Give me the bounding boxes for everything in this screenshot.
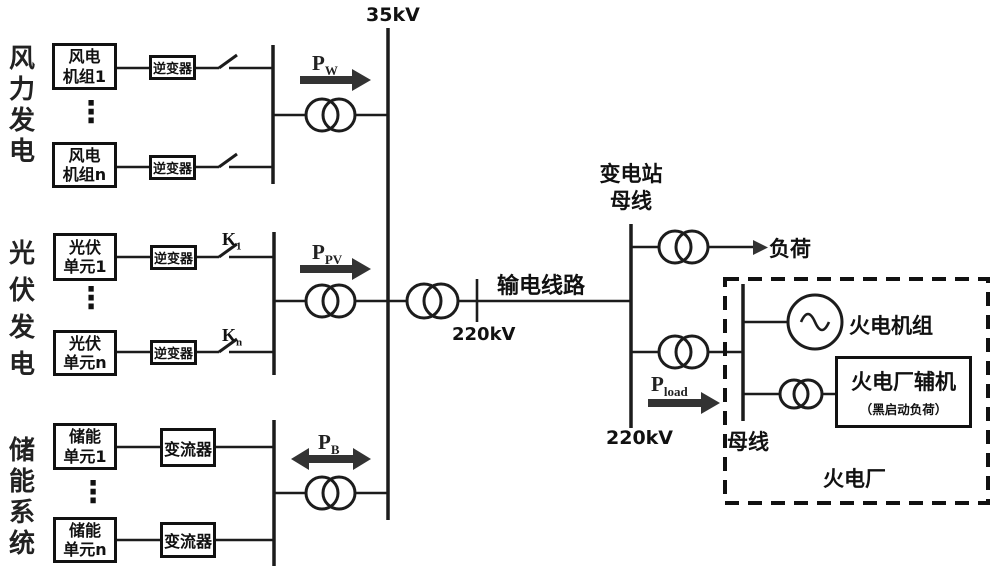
bus-35kv-label: 35kV	[366, 4, 420, 26]
wind-switch1-blade	[218, 53, 238, 70]
pv-unit1-line2: 单元1	[63, 257, 107, 276]
pv-unitn-line1: 光伏	[68, 333, 101, 353]
pb-bidirectional-arrow	[291, 448, 371, 470]
pb-label: PB	[318, 430, 340, 458]
thermal-generator-label: 火电机组	[849, 314, 933, 338]
thermal-aux-box: 火电厂辅机 （黑启动负荷）	[835, 356, 972, 428]
wind-invertern-box: 逆变器	[149, 155, 196, 180]
pb-base: P	[318, 430, 331, 454]
pload-label: Pload	[651, 372, 688, 400]
wind-unitn-line1: 风电	[68, 145, 101, 165]
wind-transformer-icon	[304, 97, 357, 133]
pv-unit1-box: 光伏 单元1	[53, 233, 117, 281]
generator-icon	[786, 293, 844, 351]
thermal-plant-label: 火电厂	[823, 467, 886, 491]
thermal-feed-transformer-icon	[657, 334, 710, 370]
k1-base: K	[222, 229, 237, 249]
ppv-label: PPV	[312, 240, 342, 268]
switch-blades	[218, 53, 238, 354]
pv-switch-kn-blade	[218, 337, 238, 354]
wind-unitn-line2: 机组n	[62, 165, 107, 184]
pv-switch-k1-blade	[218, 242, 238, 259]
load-arrowhead	[753, 240, 768, 255]
ppv-arrow	[300, 258, 371, 280]
wind-inverter1-box: 逆变器	[149, 55, 196, 80]
wind-unit1-line2: 机组1	[62, 66, 107, 86]
substation-label-line2: 母线	[610, 189, 652, 213]
storage-converter1-box: 变流器	[160, 428, 216, 467]
pv-unitn-line2: 单元n	[63, 353, 107, 372]
ppv-base: P	[312, 240, 325, 264]
switch-kn-label: Kn	[222, 325, 242, 349]
storage-convertern-box: 变流器	[160, 522, 216, 558]
pv-inverter1-box: 逆变器	[150, 245, 197, 270]
wind-ellipsis: ⋮	[76, 95, 106, 130]
ppv-sub: PV	[324, 252, 343, 268]
storage-unit1-box: 储能 单元1	[53, 423, 117, 470]
kn-sub: n	[236, 336, 243, 349]
kn-base: K	[222, 325, 237, 345]
wind-unitn-box: 风电 机组n	[52, 142, 117, 188]
storage-unit1-line1: 储能	[68, 427, 101, 447]
thermal-aux-sublabel: （黑启动负荷）	[859, 402, 948, 417]
load-label: 负荷	[769, 237, 811, 261]
pv-unit1-line1: 光伏	[68, 237, 101, 257]
thermal-plant-dashed-boundary	[723, 277, 990, 505]
pw-base: P	[312, 51, 325, 75]
pv-transformer-icon	[304, 283, 357, 319]
wind-unit1-line1: 风电	[68, 47, 101, 67]
transformers	[304, 97, 824, 511]
substation-220kv-label: 220kV	[606, 427, 674, 449]
pw-label: PW	[312, 51, 338, 79]
storage-group-label: 储能系统	[8, 436, 35, 559]
pload-base: P	[651, 372, 664, 396]
pw-sub: W	[324, 63, 338, 79]
pv-group-label: 光伏发电	[8, 239, 35, 380]
line-220kv-label: 220kV	[452, 324, 516, 345]
wind-group-label: 风力发电	[8, 44, 35, 167]
wires	[117, 66, 835, 542]
pload-sub: load	[663, 384, 688, 400]
k1-sub: 1	[236, 240, 242, 253]
substation-label-line1: 变电站	[599, 162, 663, 186]
storage-unitn-line1: 储能	[68, 520, 101, 540]
thermal-aux-label: 火电厂辅机	[851, 370, 956, 394]
transmission-line-label: 输电线路	[497, 274, 586, 299]
pv-invertern-box: 逆变器	[150, 340, 197, 365]
power-flow-arrows	[291, 69, 768, 470]
storage-unitn-line2: 单元n	[63, 540, 107, 559]
pw-arrow	[300, 69, 371, 91]
pb-sub: B	[330, 442, 340, 458]
storage-unitn-box: 储能 单元n	[53, 517, 117, 563]
pload-arrow	[648, 392, 720, 414]
storage-unit1-line2: 单元1	[63, 446, 107, 466]
switch-k1-label: K1	[222, 229, 242, 253]
storage-transformer-icon	[304, 475, 357, 511]
aux-transformer-icon	[778, 378, 824, 410]
pv-unitn-box: 光伏 单元n	[53, 330, 117, 376]
pv-ellipsis: ⋮	[76, 281, 106, 316]
thermal-bus-label: 母线	[727, 430, 769, 454]
storage-ellipsis: ⋮	[78, 475, 108, 510]
wind-switch2-blade	[218, 152, 238, 169]
wind-unit1-box: 风电 机组1	[52, 43, 117, 90]
load-transformer-icon	[657, 229, 710, 265]
substation-bus-label: 变电站 母线	[588, 161, 674, 215]
stepup-transformer-icon	[405, 282, 460, 320]
